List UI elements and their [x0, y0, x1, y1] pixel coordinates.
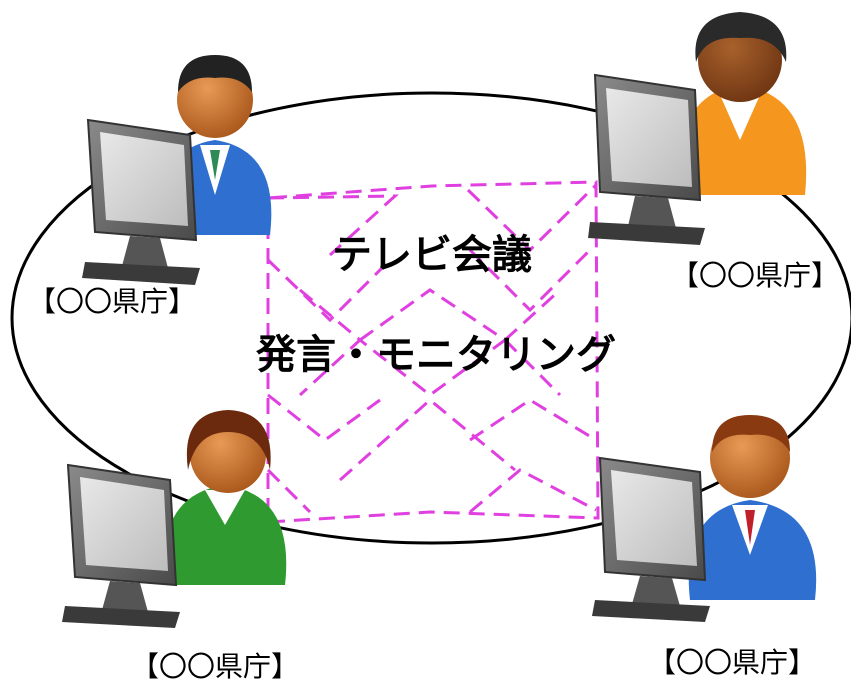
participant-bottom-left [62, 410, 287, 628]
participant-label-top-left: 【〇〇県庁】 [28, 285, 196, 318]
participant-label-top-right: 【〇〇県庁】 [671, 259, 839, 292]
participant-bottom-right [592, 415, 817, 622]
diagram-title: テレビ会議 [332, 232, 532, 278]
participant-label-bottom-right: 【〇〇県庁】 [648, 646, 816, 679]
diagram-subtitle: 発言・モニタリング [256, 332, 616, 378]
connection-lines [266, 180, 600, 524]
monitor-icon [592, 456, 710, 622]
person-icon [678, 12, 807, 195]
participant-top-left [82, 55, 272, 285]
participant-top-right [588, 12, 807, 245]
participant-label-bottom-left: 【〇〇県庁】 [131, 650, 299, 683]
monitor-icon [588, 73, 705, 245]
monitor-icon [82, 118, 200, 285]
person-icon [163, 410, 287, 585]
network-ellipse [10, 91, 851, 545]
monitor-icon [62, 463, 180, 628]
person-icon [688, 415, 817, 600]
